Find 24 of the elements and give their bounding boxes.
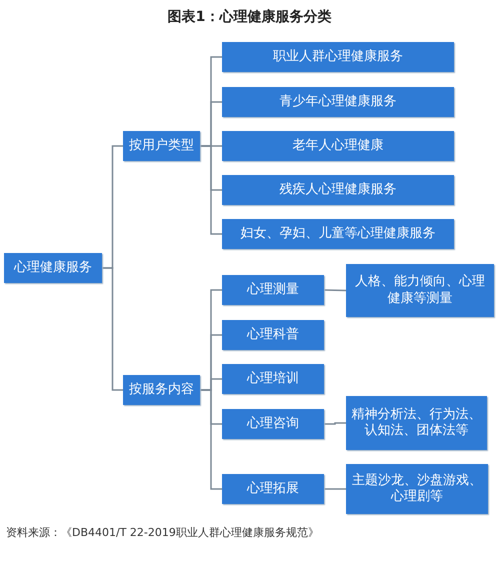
category-box: 职业人群心理健康服务 xyxy=(222,42,454,72)
category-box: 妇女、孕妇、儿童等心理健康服务 xyxy=(222,219,454,249)
category-box: 青少年心理健康服务 xyxy=(222,87,454,117)
category-box: 老年人心理健康 xyxy=(222,131,454,161)
connector-line xyxy=(324,422,346,425)
category-box: 残疾人心理健康服务 xyxy=(222,175,454,205)
category-box: 心理培训 xyxy=(222,364,324,394)
category-box: 主题沙龙、沙盘游戏、心理剧等 xyxy=(346,464,488,514)
connector-line xyxy=(200,145,222,235)
connector-line xyxy=(200,389,222,490)
category-box: 按服务内容 xyxy=(123,375,200,405)
category-box: 心理测量 xyxy=(222,275,324,305)
category-box: 心理拓展 xyxy=(222,474,324,504)
source-note: 资料来源：《DB4401/T 22-2019职业人群心理健康服务规范》 xyxy=(6,525,319,540)
category-box: 心理健康服务 xyxy=(4,253,102,283)
connector-line xyxy=(324,289,346,292)
category-box: 精神分析法、行为法、认知法、团体法等 xyxy=(346,396,487,450)
category-box: 按用户类型 xyxy=(123,131,200,161)
connector-line xyxy=(324,488,346,490)
chart-title: 图表1：心理健康服务分类 xyxy=(166,8,332,26)
category-box: 心理科普 xyxy=(222,320,324,350)
category-box: 心理咨询 xyxy=(222,409,324,439)
connector-line xyxy=(102,267,123,391)
category-box: 人格、能力倾向、心理健康等测量 xyxy=(346,264,494,317)
